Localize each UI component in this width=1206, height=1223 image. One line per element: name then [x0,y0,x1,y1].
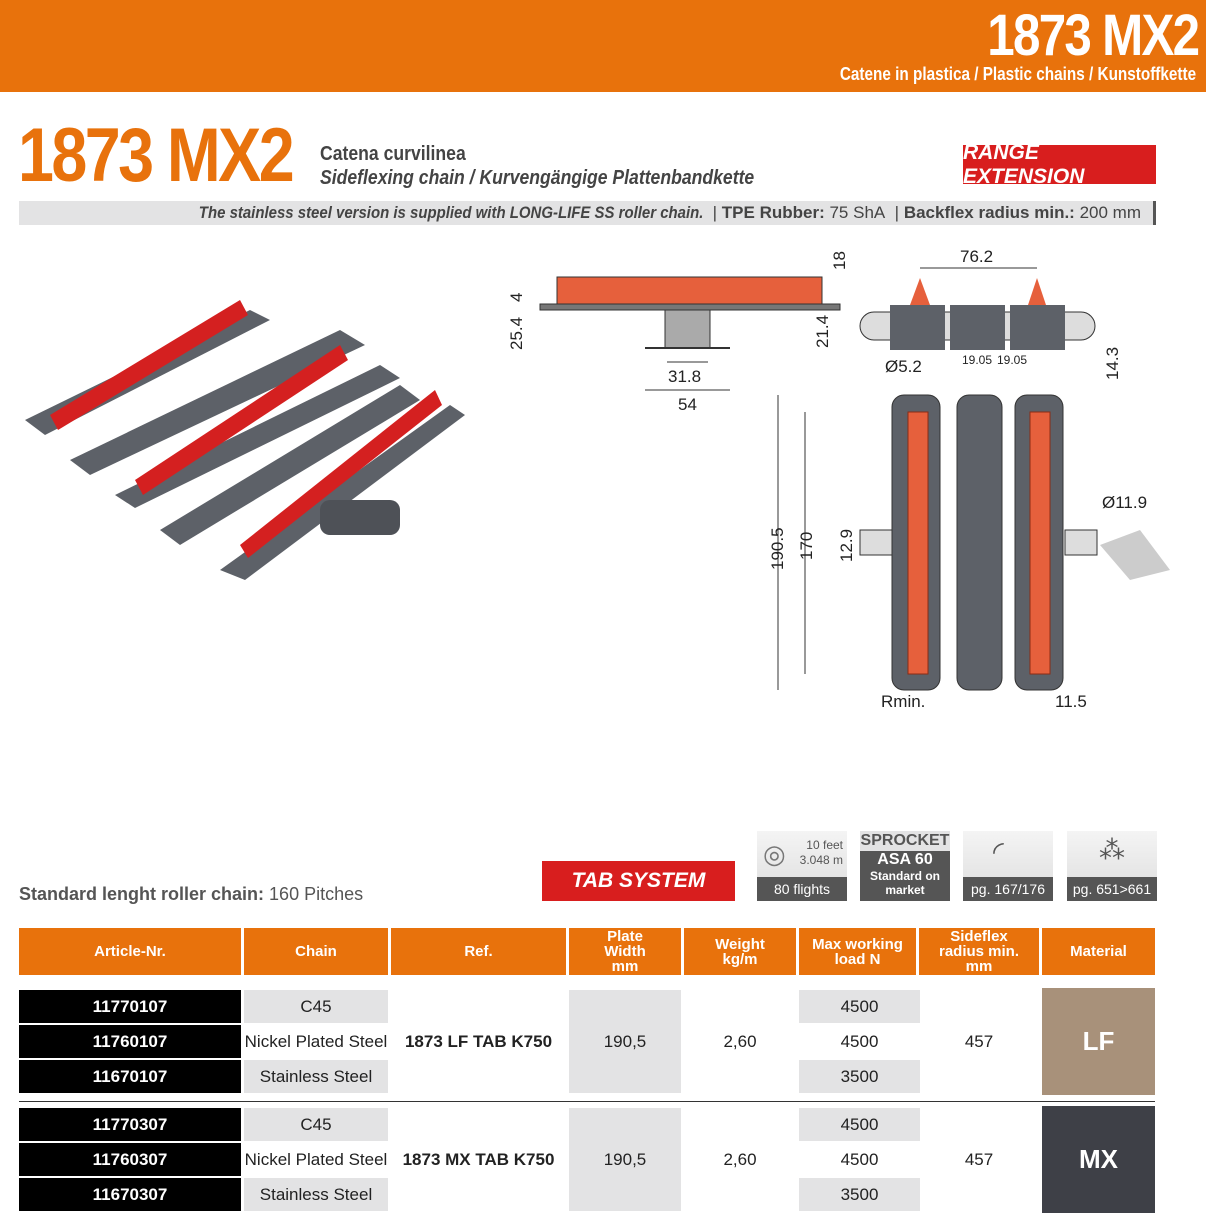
subtitle-it: Catena curvilinea [320,143,466,165]
subtitle-en-de: Sideflexing chain / Kurvengängige Platte… [320,167,755,189]
chain-type: Stainless Steel [244,1178,388,1211]
ref: 1873 LF TAB K750 [404,1031,553,1051]
product-image [25,300,465,580]
max-load: 3500 [799,1060,920,1093]
flights-label: 80 flights [757,877,847,901]
chain-type: Nickel Plated Steel [244,1031,388,1051]
dim-25-4: 25.4 [507,317,526,350]
sprocket-standard: Standard on market [869,869,940,897]
header-subtitle: Catene in plastica / Plastic chains / Ku… [839,64,1196,84]
article-number: 11760307 [19,1143,241,1176]
sideflex-radius: 457 [964,1031,994,1051]
standard-length-label: Standard lenght roller chain: [19,884,265,904]
backflex-value: 200 mm [1079,203,1141,222]
info-note: The stainless steel version is supplied … [198,203,704,222]
header-title: 1873 MX2 [986,3,1200,68]
material-page-label[interactable]: pg. 651>661 [1067,877,1157,901]
dim-31-8: 31.8 [668,367,701,386]
header-bar: 1873 MX2 Catene in plastica / Plastic ch… [0,0,1206,92]
rmin-label: Rmin. [881,692,925,711]
dim-21-4: 21.4 [813,315,832,348]
dim-170: 170 [797,532,816,560]
article-number: 11670107 [19,1060,241,1093]
th-max-load: Max working load N [799,928,916,975]
product-subtitle: Catena curvilinea Sideflexing chain / Ku… [320,142,754,190]
sprocket-title: SPROCKET [860,832,950,849]
th-sideflex: Sideflex radius min. mm [919,928,1039,975]
dim-14-3: 14.3 [1103,347,1122,380]
group-divider [19,1101,1155,1102]
dim-19-05-a: 19.05 [962,353,992,367]
dim-12-9: 12.9 [837,529,856,562]
dim-76-2: 76.2 [960,247,993,266]
standard-length-value: 160 Pitches [269,884,364,904]
sprocket-box: SPROCKET ASA 60 Standard on market [860,831,950,901]
max-load: 4500 [840,1031,879,1051]
dim-190-5: 190.5 [768,527,787,570]
ref: 1873 MX TAB K750 [402,1149,555,1169]
max-load: 4500 [840,1149,879,1169]
chain-type: Stainless Steel [244,1060,388,1093]
technical-drawing: 18 4 25.4 21.4 31.8 54 76.2 Ø5.2 19.05 1… [507,247,1170,711]
material-badge: MX [1042,1106,1155,1213]
tpe-label: TPE Rubber: [721,203,825,222]
sideflex-page-box[interactable]: ◜ pg. 167/176 [963,831,1053,901]
dim-18: 18 [830,251,849,270]
th-chain: Chain [244,928,388,975]
th-material: Material [1042,928,1155,975]
weight: 2,60 [723,1031,757,1051]
chain-type: C45 [244,990,388,1023]
sprocket-asa: ASA 60 [877,851,933,868]
material-page-box[interactable]: ⁂ pg. 651>661 [1067,831,1157,901]
tpe-value: 75 ShA [829,203,886,222]
curve-icon: ◜ [993,836,1004,867]
th-plate-width: Plate Width mm [569,928,681,975]
chain-type: Nickel Plated Steel [244,1149,388,1169]
article-number: 11770307 [19,1108,241,1141]
max-load: 3500 [799,1178,920,1211]
molecule-icon: ⁂ [1099,835,1125,865]
product-title: 1873 MX2 [18,113,295,198]
article-number: 11670307 [19,1178,241,1211]
max-load: 4500 [799,990,920,1023]
max-load: 4500 [799,1108,920,1141]
range-extension-badge: RANGE EXTENSION [963,141,1156,188]
roll-feet: 10 feet [806,838,843,852]
th-ref: Ref. [391,928,566,975]
roll-icon: ◎ [763,839,786,869]
dim-11-5: 11.5 [1055,692,1087,711]
article-number: 11760107 [19,1025,241,1058]
info-bar: The stainless steel version is supplied … [19,201,1156,225]
th-weight: Weight kg/m [684,928,796,975]
dim-diam-5-2: Ø5.2 [885,357,922,376]
plate-width: 190,5 [569,990,681,1093]
dim-diam-11-9: Ø11.9 [1102,493,1147,512]
tab-system-badge: TAB SYSTEM [542,861,735,901]
standard-length: Standard lenght roller chain: 160 Pitche… [19,884,363,905]
sideflex-radius: 457 [964,1149,994,1169]
dim-54: 54 [678,395,697,414]
sideflex-page-label[interactable]: pg. 167/176 [963,877,1053,901]
dim-19-05-b: 19.05 [997,353,1027,367]
weight: 2,60 [723,1149,757,1169]
article-number: 11770107 [19,990,241,1023]
th-article: Article-Nr. [19,928,241,975]
material-badge: LF [1042,988,1155,1095]
roll-meters: 3.048 m [799,853,843,867]
plate-width: 190,5 [569,1108,681,1211]
backflex-label: Backflex radius min.: [903,203,1075,222]
dim-4: 4 [507,293,526,302]
chain-type: C45 [244,1108,388,1141]
